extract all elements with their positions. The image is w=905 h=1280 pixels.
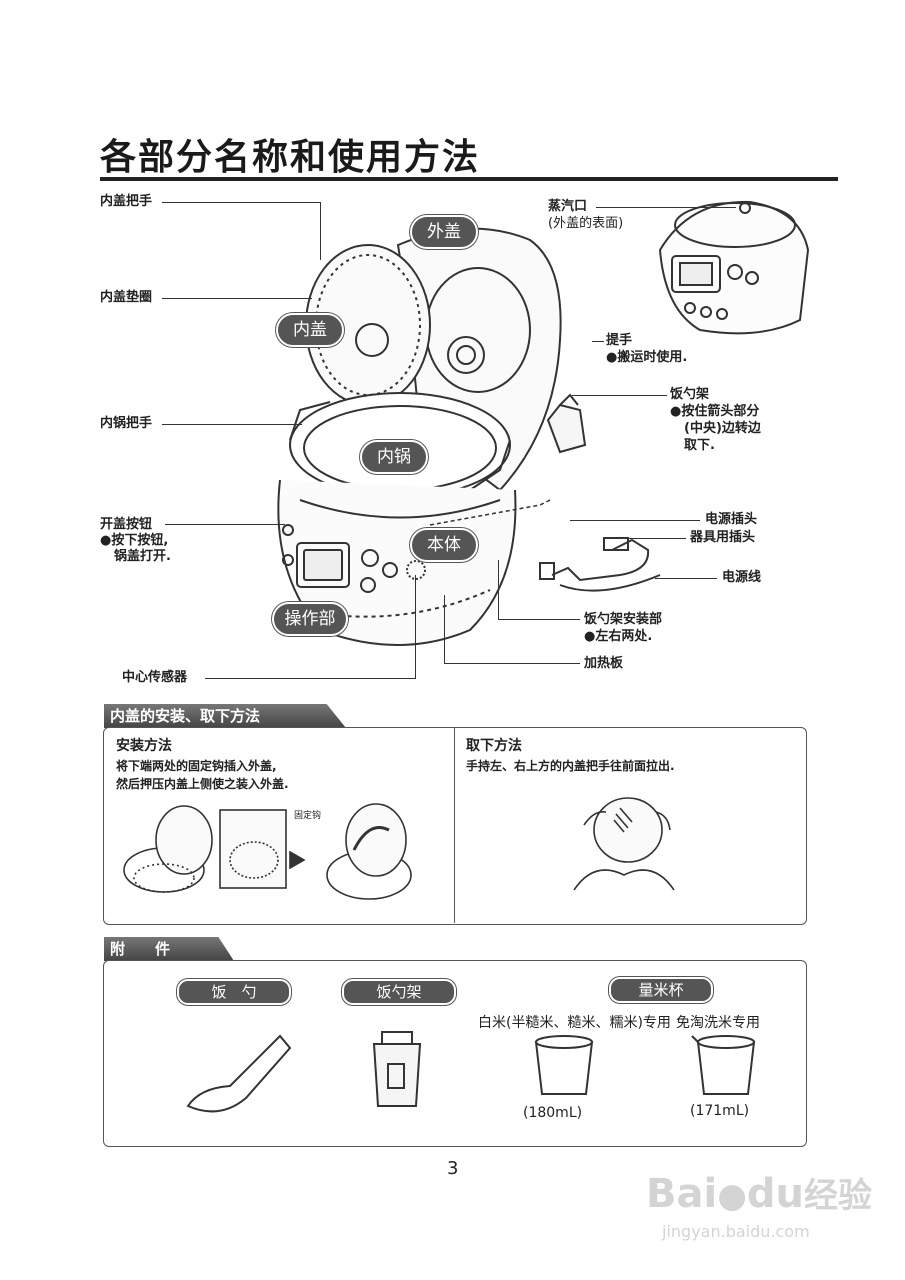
section-tab-accessories-label: 附 件 xyxy=(110,940,171,958)
remove-illustration xyxy=(573,797,675,891)
label-inner-lid-gasket: 内盖垫圈 xyxy=(100,290,153,305)
watermark-logo: Bai●du经验 xyxy=(646,1168,872,1217)
install-line1: 将下端两处的固定钩插入外盖, xyxy=(116,759,277,773)
measuring-cup-white-icon xyxy=(534,1035,594,1095)
rice-cooker-diagram xyxy=(277,200,810,646)
section-tab-inner-lid-label: 内盖的安装、取下方法 xyxy=(110,707,261,725)
paw-icon: ● xyxy=(717,1176,747,1216)
inner-lid-instructions-box xyxy=(103,727,807,925)
label-power-cord: 电源线 xyxy=(722,570,762,585)
measuring-cup-pill: 量米杯 xyxy=(609,977,713,1003)
install-heading: 安装方法 xyxy=(116,738,172,754)
watermark-brand-b: du xyxy=(746,1171,804,1217)
install-line2: 然后押压内盖上侧使之装入外盖. xyxy=(116,777,289,791)
page-title: 各部分名称和使用方法 xyxy=(100,137,481,178)
label-paddle-holder: 饭勺架 xyxy=(670,387,710,402)
leader-line xyxy=(596,207,736,208)
leader-line xyxy=(162,424,302,425)
label-steam-vent-note: (外盖的表面) xyxy=(548,216,624,231)
watermark-brand-a: Bai xyxy=(646,1171,718,1217)
body-pill: 本体 xyxy=(410,528,478,562)
label-open-button: 开盖按钮 xyxy=(100,517,153,532)
leader-line xyxy=(162,202,320,203)
paddle-holder-pill: 饭勺架 xyxy=(342,979,456,1005)
label-paddle-holder-note1: ●按住箭头部分 xyxy=(670,404,760,419)
label-holder-mount: 饭勺架安装部 xyxy=(584,612,663,627)
label-carry-handle: 提手 xyxy=(606,333,633,348)
measuring-cup-no-wash-icon xyxy=(691,1035,756,1095)
cup-white-rice-label: 白米(半糙米、糙米、糯米)专用 xyxy=(478,1015,671,1031)
title-rule xyxy=(100,177,838,181)
hook-label: 固定钩 xyxy=(294,811,322,821)
leader-line xyxy=(444,595,445,664)
label-center-sensor: 中心传感器 xyxy=(122,670,188,685)
cup-no-wash-volume: (171mL) xyxy=(690,1103,750,1119)
leader-line xyxy=(655,578,717,579)
accessories-box xyxy=(103,960,807,1147)
label-power-plug: 电源插头 xyxy=(705,512,758,527)
install-illustration xyxy=(123,803,412,900)
leader-line xyxy=(415,575,416,679)
label-holder-mount-note: ●左右两处. xyxy=(584,629,653,644)
label-paddle-holder-note3: 取下. xyxy=(684,438,715,453)
inner-pot-pill: 内锅 xyxy=(360,440,428,474)
leader-line xyxy=(592,341,604,342)
leader-line xyxy=(444,663,580,664)
remove-line1: 手持左、右上方的内盖把手往前面拉出. xyxy=(466,759,675,773)
label-open-button-note2: 锅盖打开. xyxy=(114,549,171,564)
remove-heading: 取下方法 xyxy=(466,738,522,754)
watermark-brand-cn: 经验 xyxy=(803,1176,872,1216)
outer-lid-pill: 外盖 xyxy=(410,215,478,249)
paddle-pill: 饭 勺 xyxy=(177,979,291,1005)
leader-line xyxy=(162,298,312,299)
leader-line xyxy=(498,619,580,620)
rice-paddle-icon xyxy=(186,1034,292,1113)
cup-white-volume: (180mL) xyxy=(523,1105,583,1121)
label-inner-pot-handle: 内锅把手 xyxy=(100,416,153,431)
page-number: 3 xyxy=(447,1158,459,1179)
label-heating-plate: 加热板 xyxy=(584,656,624,671)
label-inner-lid-handle: 内盖把手 xyxy=(100,194,153,209)
leader-line xyxy=(165,524,285,525)
watermark-url: jingyan.baidu.com xyxy=(662,1222,810,1241)
label-carry-handle-note: ●搬运时使用. xyxy=(606,350,688,365)
leader-line xyxy=(205,678,415,679)
leader-line xyxy=(570,520,700,521)
label-open-button-note1: ●按下按钮, xyxy=(100,533,169,548)
label-steam-vent: 蒸汽口 xyxy=(548,199,588,214)
label-paddle-holder-note2: (中央)边转边 xyxy=(684,421,761,436)
divider xyxy=(454,728,455,923)
inner-lid-pill: 内盖 xyxy=(276,313,344,347)
label-appliance-plug: 器具用插头 xyxy=(690,530,756,545)
section-tab-inner-lid: 内盖的安装、取下方法 xyxy=(104,704,346,728)
leader-line xyxy=(572,395,667,396)
section-tab-accessories: 附 件 xyxy=(104,937,234,961)
control-panel-pill: 操作部 xyxy=(272,602,348,636)
cup-no-wash-label: 免淘洗米专用 xyxy=(676,1015,760,1031)
leader-line xyxy=(620,538,686,539)
leader-line xyxy=(320,202,321,260)
paddle-holder-icon xyxy=(372,1031,422,1107)
leader-line xyxy=(498,560,499,620)
